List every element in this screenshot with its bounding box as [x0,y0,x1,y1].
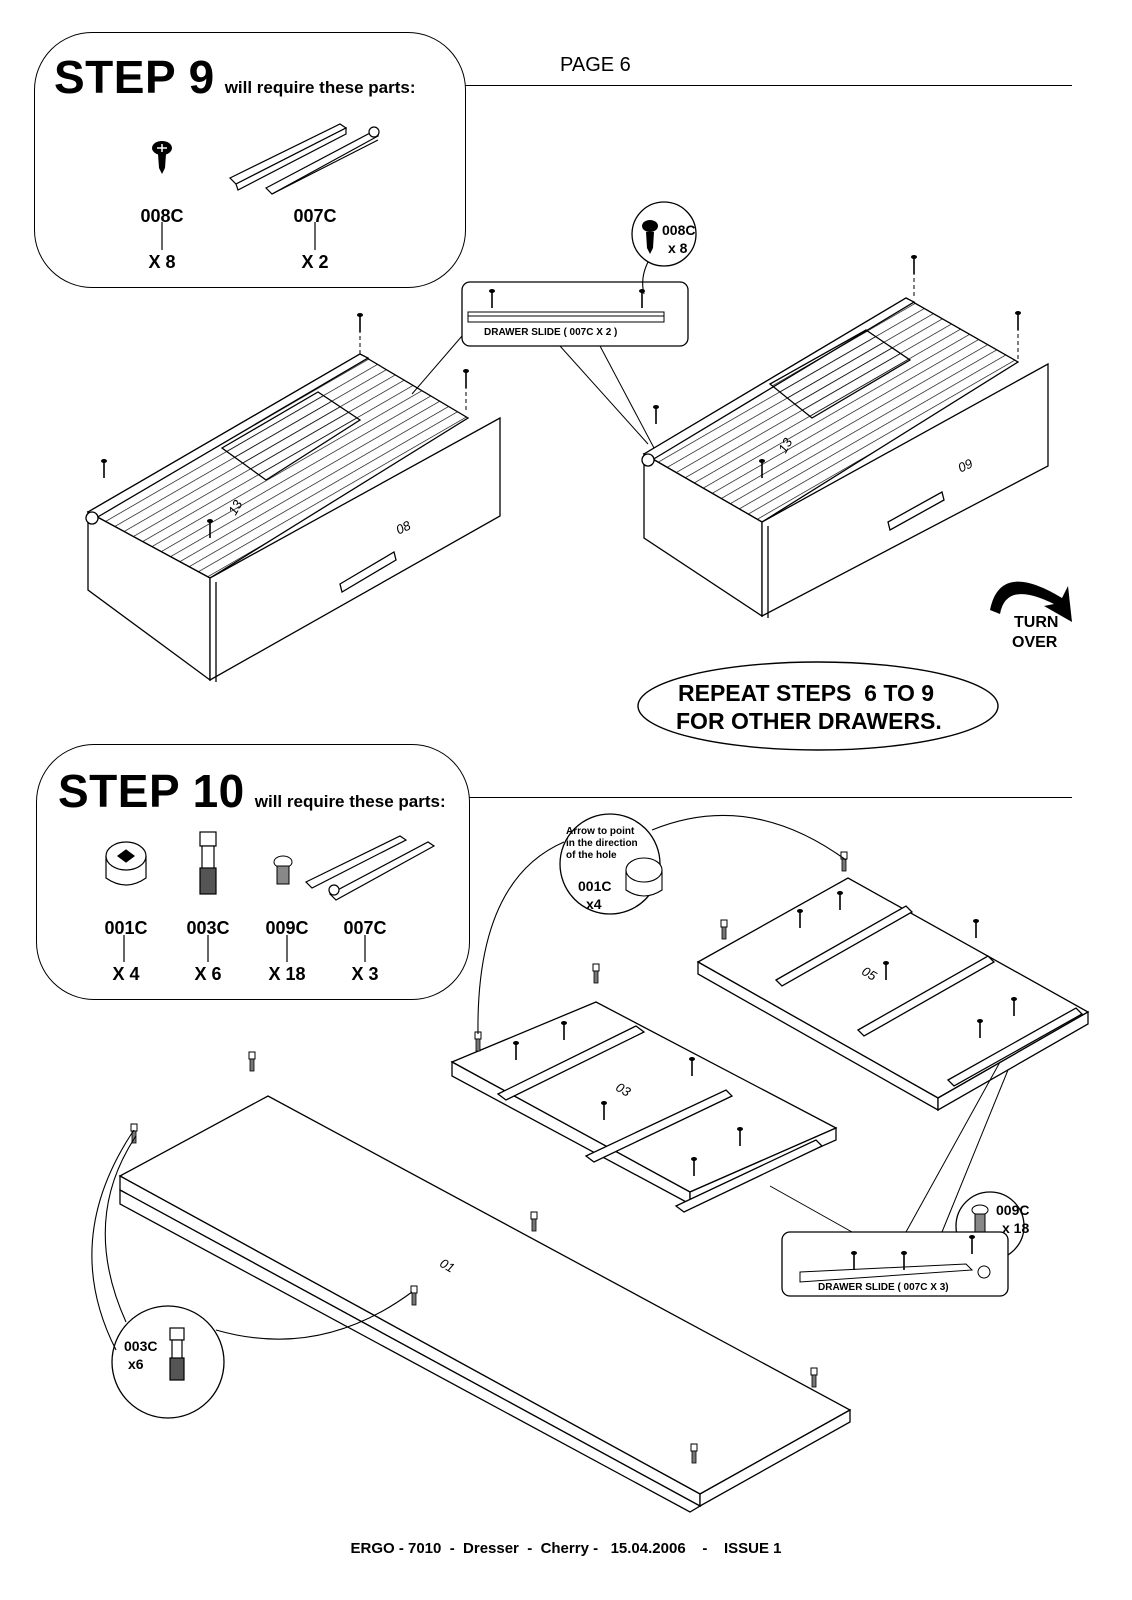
step9-part-qty-2: X 2 [301,252,329,272]
page-label: PAGE 6 [560,54,631,76]
step10-part-qty-1: X 4 [112,964,140,984]
step9-parts-box [34,32,466,288]
turn-over-arrow-icon [990,581,1072,622]
callout-qty-009C: x 18 [1002,1220,1030,1236]
cam-bolt-icon [199,831,217,895]
cam-note-line1: Arrow to point [566,826,635,837]
step9-part-code-1: 008C [140,206,184,226]
step10-title-text: STEP 10 [58,765,245,817]
callout-code-009C: 009C [996,1202,1030,1218]
callout-code-008C: 008C [662,222,696,238]
step10-part-code-2: 003C [186,918,230,938]
header-rule-step9 [462,85,1072,86]
drawer-slide-icon [228,123,380,195]
slide-caption-step9: DRAWER SLIDE ( 007C X 2 ) [484,327,618,338]
cam-callout-qty: x4 [586,896,602,912]
screw-icon [152,141,172,174]
step10-part-code-1: 001C [104,918,148,938]
bolt-callout-icon [169,1327,185,1381]
repeat-note-ellipse [637,661,999,751]
turn-over-line1: TURN [1014,614,1059,631]
callout-qty-003C: x6 [128,1356,144,1372]
step9-title-text: STEP 9 [54,51,215,103]
header-rule-step10 [468,797,1072,798]
slide-caption-step10: DRAWER SLIDE ( 007C X 3) [818,1282,949,1293]
cam-note-line3: of the hole [566,850,617,861]
drawer-slide-icon-2 [304,835,436,901]
step10-part-code-4: 007C [343,918,387,938]
short-screw-icon [273,855,293,885]
callout-code-003C: 003C [124,1338,158,1354]
step10-parts-box [36,744,470,1000]
slide-callout-box-2 [781,1231,1009,1297]
bolt-callout-bubble [111,1305,225,1419]
cam-callout-code: 001C [578,878,612,894]
step10-subtitle: will require these parts: [254,792,446,811]
cam-lock-icon [105,841,147,886]
cam-note-line2: in the direction [566,838,638,849]
step10-part-qty-4: X 3 [351,964,379,984]
repeat-note-line1: REPEAT STEPS 6 TO 9 [678,680,935,706]
panel-05 [696,877,1090,1112]
callout-qty-008C: x 8 [668,240,688,256]
screw-callout-icon [642,220,658,254]
step9-title: STEP 9 will require these parts: [54,50,416,104]
repeat-note-line2: FOR OTHER DRAWERS. [676,708,942,734]
drawer-08 [85,353,501,682]
step10-part-qty-3: X 18 [268,964,306,984]
step10-part-qty-2: X 6 [194,964,222,984]
drawer-09 [641,297,1049,618]
footer-text: ERGO - 7010 - Dresser - Cherry - 15.04.2… [350,1540,782,1557]
panel-01 [118,1095,852,1513]
step9-subtitle: will require these parts: [224,78,416,97]
step9-part-qty-1: X 8 [148,252,176,272]
cam-callout-icon [625,857,663,897]
turn-over-line2: OVER [1012,634,1058,651]
step10-title: STEP 10 will require these parts: [58,764,446,818]
step10-part-code-3: 009C [265,918,309,938]
panel-03 [450,1001,838,1213]
step9-part-code-2: 007C [293,206,337,226]
